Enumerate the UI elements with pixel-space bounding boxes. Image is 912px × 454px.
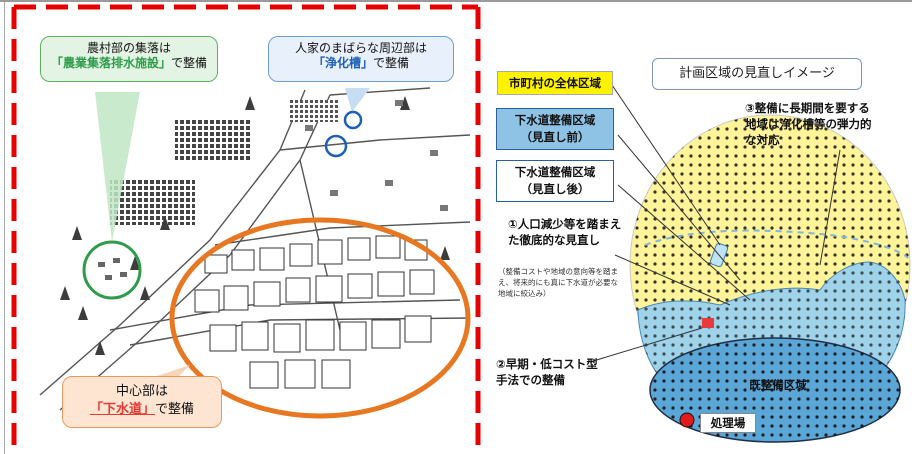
center-label-box: 中心部は 「下水道」で整備	[62, 376, 222, 428]
scattered-label-line1: 人家のまばらな周辺部は	[294, 41, 427, 55]
rural-label-suffix: で整備	[171, 56, 208, 70]
septic-circle-upper	[343, 110, 363, 130]
sewer-oval	[169, 217, 471, 419]
scattered-label-facility: 「浄化槽」	[312, 56, 373, 70]
scattered-label-box: 人家のまばらな周辺部は 「浄化槽」で整備	[268, 36, 454, 82]
septic-pointer	[345, 88, 370, 112]
rural-pointer	[95, 92, 140, 242]
note1-detail: （整備コストや地域の意向等を踏まえ、将来的にも真に下水道が必要な地域に絞込み）	[498, 267, 618, 298]
note3: ③整備に長期間を要する地域は浄化槽等の弾力的な対応	[745, 101, 872, 147]
center-label-line1: 中心部は	[115, 384, 168, 399]
town-houses	[194, 235, 435, 389]
sewer-after-legend: 下水道整備区域 （見直し後）	[496, 160, 614, 202]
municipality-legend: 市町村の全体区域	[497, 71, 613, 95]
rural-label-box: 農村部の集落は 「農業集落排水施設」で整備	[40, 36, 218, 82]
title-box: 計画区域の見直しイメージ	[652, 58, 862, 90]
scattered-houses	[305, 100, 448, 211]
trees	[60, 96, 450, 355]
left-illustration	[4, 2, 481, 454]
note1-title: ①人口減少等を踏まえた徹底的な見直し	[508, 217, 622, 247]
paddy-fields	[110, 100, 340, 225]
rural-label-facility: 「農業集落排水施設」	[50, 56, 171, 70]
top-border	[0, 0, 912, 2]
right-illustration	[589, 81, 911, 443]
existing-area-label: 既整備区域	[749, 378, 807, 392]
center-label-facility: 「下水道」	[89, 402, 155, 417]
note2: ②早期・低コスト型手法での整備	[496, 357, 598, 387]
treatment-plant-label: 処理場	[700, 413, 756, 433]
treatment-plant-marker	[679, 412, 695, 428]
rural-label-line1: 農村部の集落は	[86, 41, 171, 55]
rural-circle	[82, 240, 142, 300]
center-label-suffix: で整備	[155, 402, 195, 417]
septic-circle-lower	[324, 134, 348, 158]
sewer-before-legend: 下水道整備区域 （見直し前）	[496, 108, 614, 150]
scattered-label-suffix: で整備	[373, 56, 410, 70]
